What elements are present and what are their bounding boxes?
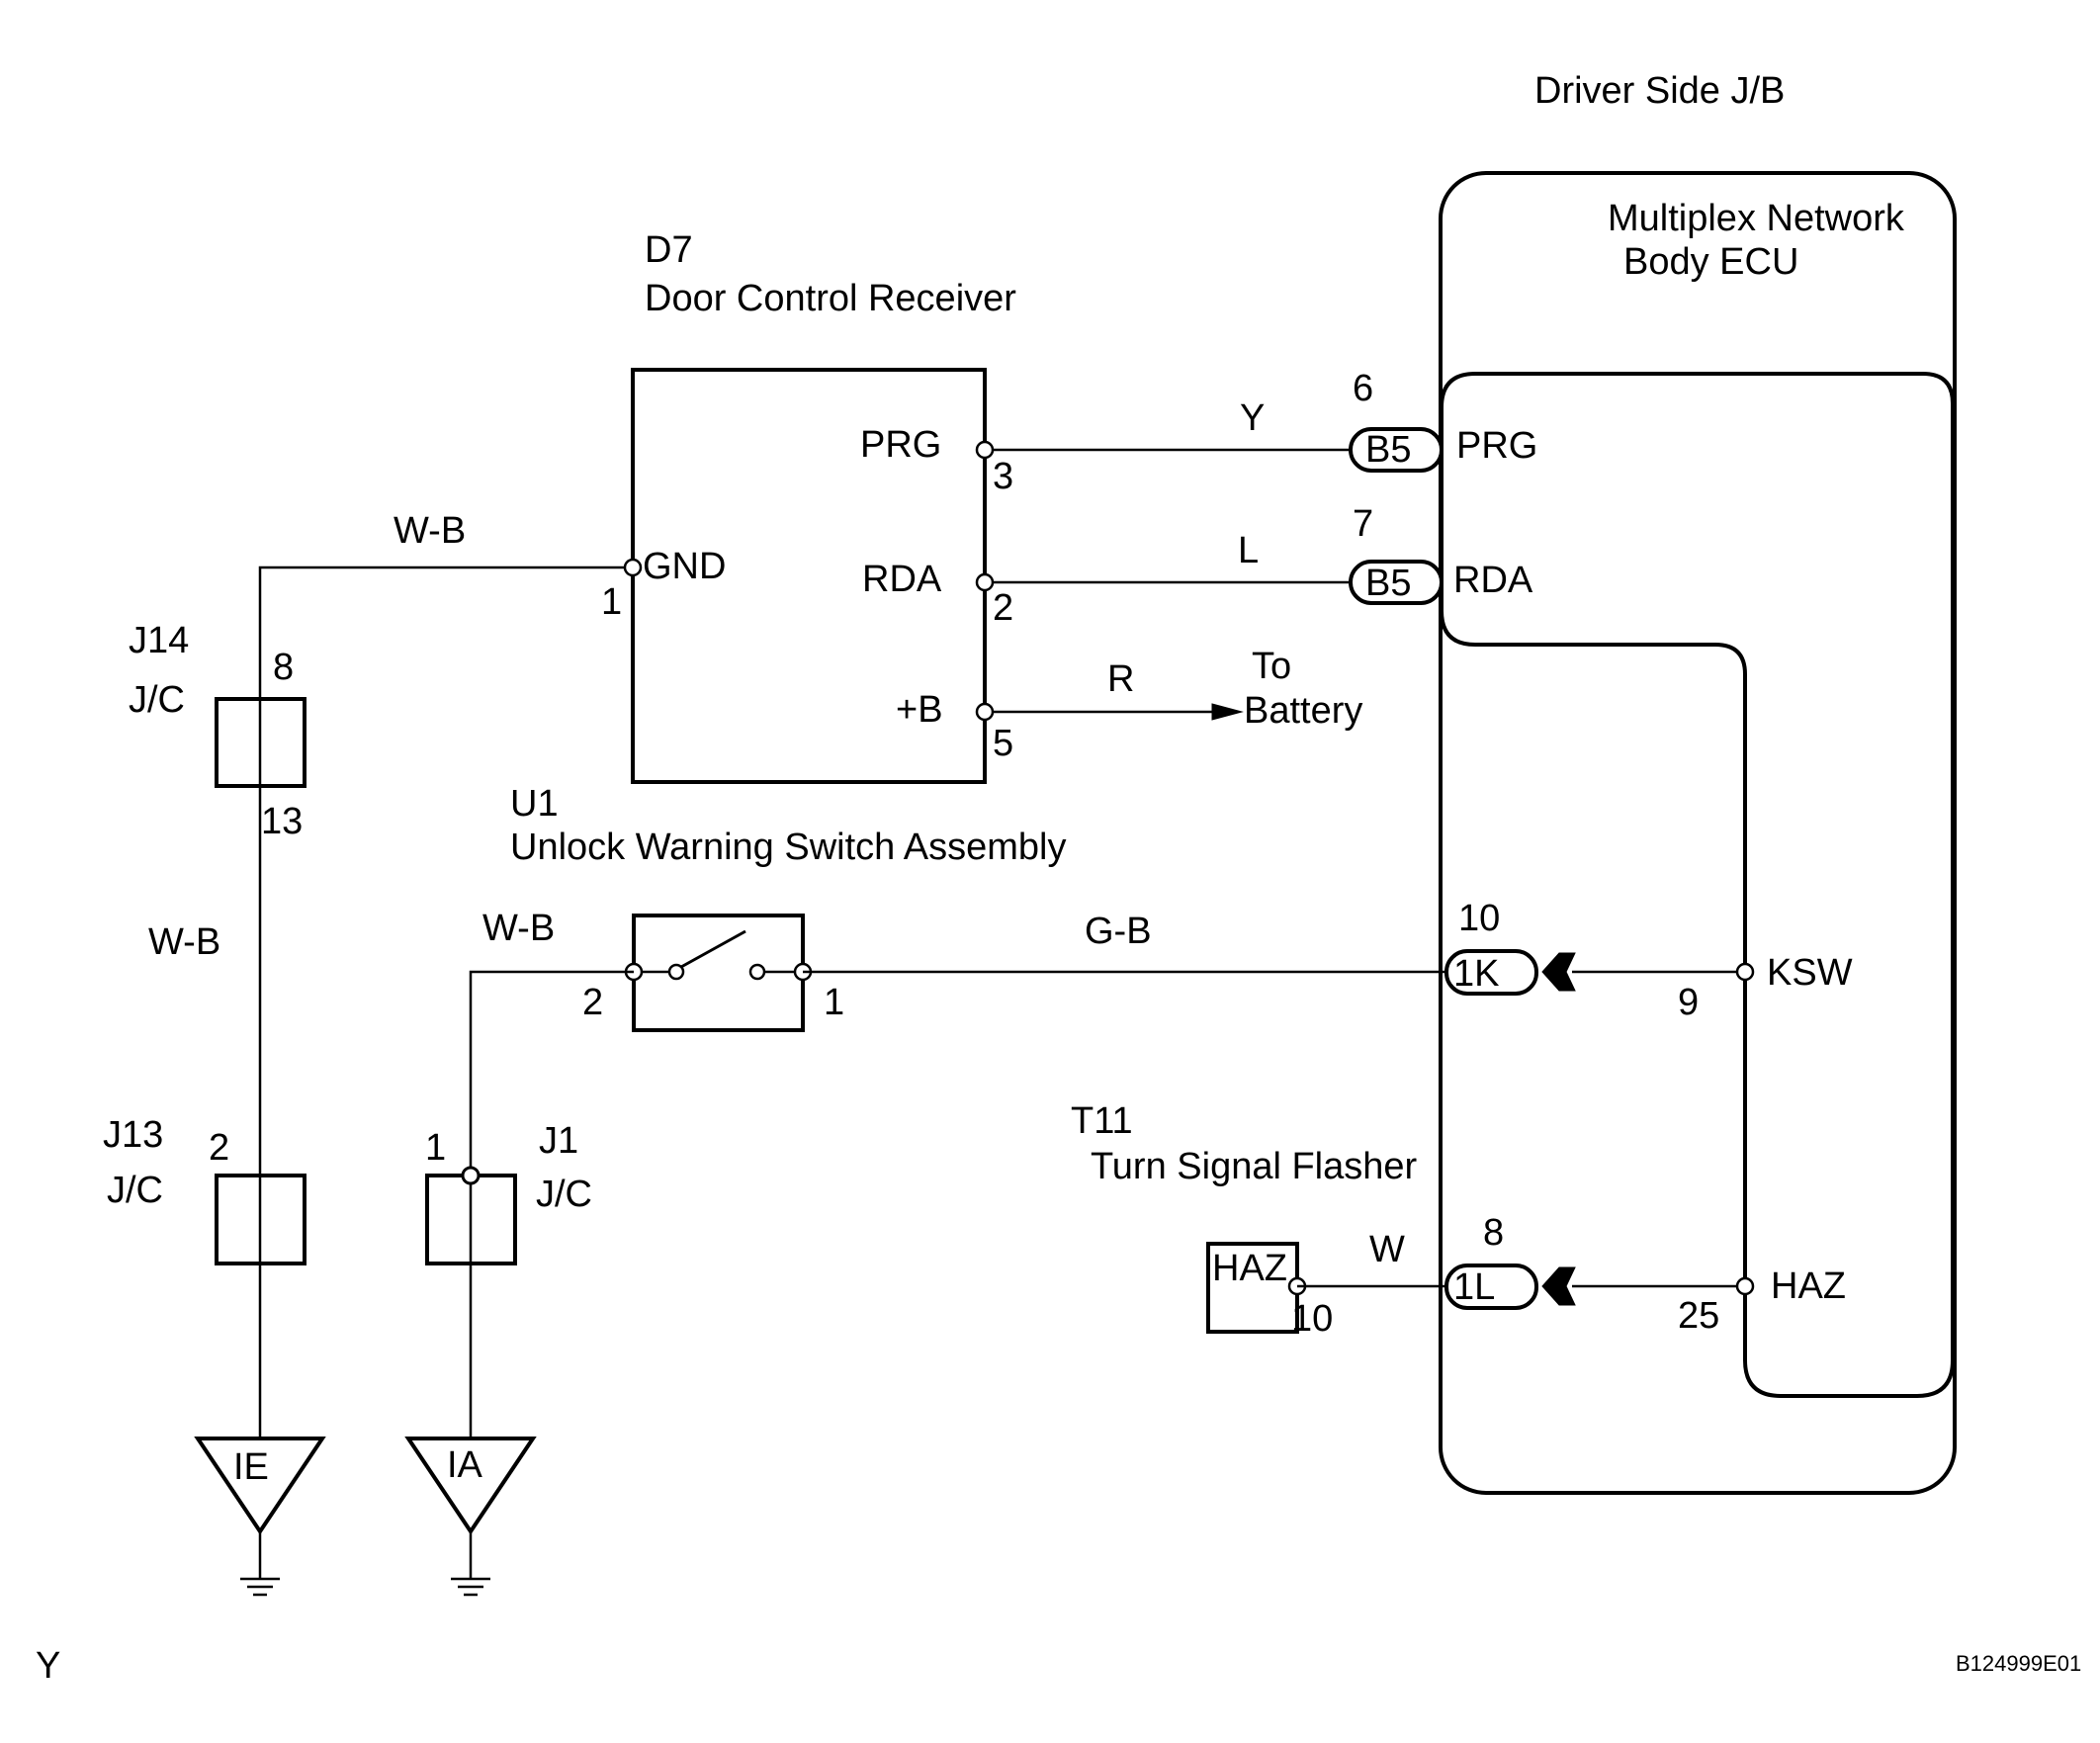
ecu-pin-ksw-terminal — [1735, 962, 1755, 982]
connector-b5-rda-num: 7 — [1353, 503, 1373, 545]
switch-name: Unlock Warning Switch Assembly — [510, 827, 1066, 868]
connector-b5-prg — [1349, 427, 1444, 473]
wire-switch-right-color: G-B — [1085, 911, 1152, 952]
connector-1l-num: 8 — [1483, 1212, 1504, 1254]
connector-1l-label: 1L — [1453, 1266, 1495, 1308]
body-ecu-outline — [1440, 372, 1955, 1398]
j14-code: J14 — [129, 620, 189, 661]
j13-type: J/C — [107, 1170, 163, 1211]
j1-code: J1 — [539, 1120, 578, 1162]
receiver-pin-b-terminal — [975, 702, 995, 722]
connector-1k-arrow-icon — [1541, 952, 1576, 992]
ecu-pin-haz-label: HAZ — [1771, 1265, 1846, 1307]
j1-pin: 1 — [425, 1127, 446, 1169]
receiver-pin-rda-terminal — [975, 572, 995, 592]
receiver-pin-b-num: 5 — [993, 723, 1013, 764]
switch-contact-right — [748, 963, 766, 981]
ecu-pin-rda-label: RDA — [1453, 560, 1533, 601]
switch-code: U1 — [510, 783, 559, 825]
wire-j14-down-color: W-B — [148, 921, 220, 963]
connector-1l — [1444, 1264, 1538, 1310]
receiver-code: D7 — [645, 229, 693, 271]
jb-title: Driver Side J/B — [1534, 70, 1785, 112]
ground-ia-label: IA — [447, 1444, 483, 1486]
j1-splice-point — [461, 1166, 481, 1185]
wire-switch-left — [469, 970, 634, 1176]
ecu-title-line2: Body ECU — [1623, 241, 1798, 283]
receiver-pin-gnd-label: GND — [643, 546, 726, 587]
wire-gnd-color: W-B — [394, 510, 466, 552]
switch-blade-icon — [680, 929, 746, 969]
battery-label-line2: Battery — [1244, 690, 1362, 732]
wire-b-color: R — [1107, 658, 1134, 700]
switch-pin-right: 1 — [824, 982, 844, 1023]
receiver-pin-gnd-num: 1 — [601, 581, 622, 623]
wire-switch-left-color: W-B — [482, 908, 555, 949]
receiver-pin-b-label: +B — [896, 689, 943, 731]
switch-pin-left: 2 — [582, 982, 603, 1023]
ecu-pin-ksw-num: 9 — [1678, 982, 1699, 1023]
connector-1k — [1444, 949, 1538, 996]
ground-ia-symbol-icon — [451, 1577, 490, 1597]
receiver-name: Door Control Receiver — [645, 278, 1016, 319]
connector-b5-rda-label: B5 — [1365, 563, 1411, 604]
corner-label: Y — [36, 1645, 60, 1687]
ground-ie-triangle — [194, 1437, 326, 1535]
wire-haz-color: W — [1369, 1229, 1405, 1270]
j13-code: J13 — [103, 1114, 163, 1156]
wire-prg-color: Y — [1240, 397, 1265, 439]
j14-pin-bottom: 13 — [261, 801, 303, 842]
ecu-pin-haz-terminal — [1735, 1276, 1755, 1296]
receiver-pin-prg-num: 3 — [993, 456, 1013, 497]
receiver-pin-rda-num: 2 — [993, 587, 1013, 629]
j1-type: J/C — [536, 1174, 592, 1215]
j14-pin-top: 8 — [273, 647, 294, 688]
ground-ie-label: IE — [233, 1446, 269, 1488]
ground-ia-triangle — [404, 1437, 537, 1535]
ecu-pin-ksw-label: KSW — [1767, 952, 1853, 994]
connector-b5-prg-num: 6 — [1353, 368, 1373, 409]
switch-contact-left — [667, 963, 685, 981]
receiver-pin-prg-label: PRG — [860, 424, 941, 466]
connector-1k-num: 10 — [1458, 898, 1500, 939]
ecu-pin-haz-num: 25 — [1678, 1295, 1719, 1337]
connector-b5-rda — [1349, 560, 1444, 605]
flasher-name: Turn Signal Flasher — [1091, 1146, 1418, 1187]
battery-label-line1: To — [1252, 646, 1291, 687]
flasher-pin-num: 10 — [1291, 1298, 1333, 1340]
ecu-title-line1: Multiplex Network — [1608, 198, 1905, 239]
flasher-code: T11 — [1071, 1100, 1133, 1142]
figure-id: B124999E01 — [1956, 1651, 2081, 1676]
wire-rda-color: L — [1238, 530, 1259, 571]
turn-signal-flasher-box — [1206, 1242, 1299, 1334]
connector-1k-label: 1K — [1453, 953, 1499, 995]
receiver-pin-prg-terminal — [975, 440, 995, 460]
flasher-box-label: HAZ — [1212, 1248, 1287, 1289]
connector-b5-prg-label: B5 — [1365, 429, 1411, 471]
ground-ie-symbol-icon — [240, 1577, 280, 1597]
receiver-pin-rda-label: RDA — [862, 559, 942, 600]
j13-pin: 2 — [209, 1127, 229, 1169]
ecu-pin-prg-label: PRG — [1456, 425, 1537, 467]
door-control-receiver-box — [631, 368, 987, 784]
receiver-pin-gnd-terminal — [623, 558, 643, 577]
battery-arrow-icon — [1211, 703, 1244, 721]
wire-gnd — [258, 566, 633, 699]
j14-type: J/C — [129, 679, 185, 721]
connector-1l-arrow-icon — [1541, 1266, 1576, 1306]
